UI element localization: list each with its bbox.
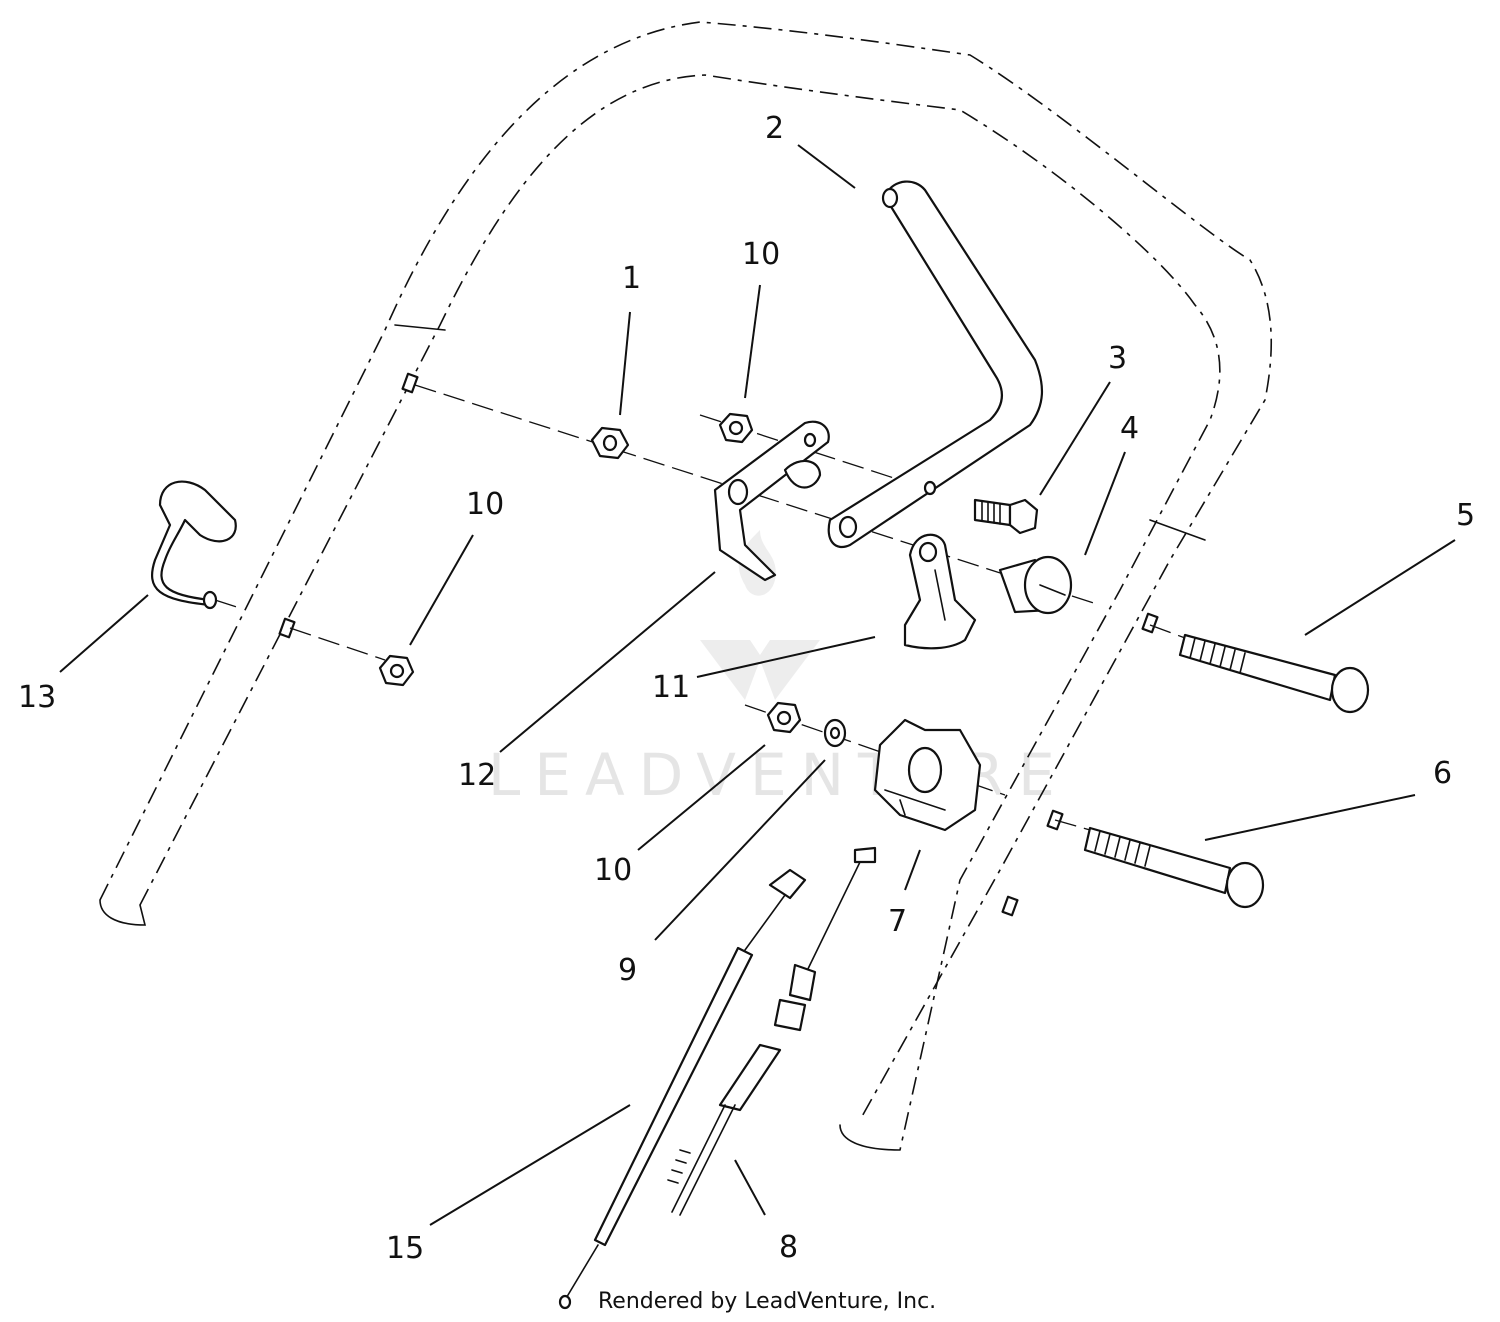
callout-11: 11 (652, 670, 690, 705)
callout-2: 2 (765, 111, 784, 146)
callout-10-lower: 10 (594, 853, 632, 888)
callout-4: 4 (1120, 411, 1139, 446)
part-carriage-bolt-6 (1083, 826, 1265, 909)
callout-3: 3 (1108, 341, 1127, 376)
callout-10-top: 10 (742, 237, 780, 272)
callout-15: 15 (386, 1231, 424, 1266)
part-carriage-bolt-5 (1178, 633, 1370, 714)
callout-7: 7 (888, 904, 907, 939)
footer-credit: Rendered by LeadVenture, Inc. (598, 1289, 936, 1314)
part-bracket (713, 420, 830, 582)
callout-13: 13 (18, 680, 56, 715)
handle-tube (99, 21, 1273, 1151)
part-bolt-short (973, 498, 1039, 535)
part-cam-lever (903, 533, 977, 650)
callout-9: 9 (618, 953, 637, 988)
watermark: LEADVENTURE (488, 530, 1069, 809)
callout-1: 1 (622, 261, 641, 296)
callout-6: 6 (1433, 756, 1452, 791)
part-bail-lever (827, 180, 1044, 548)
watermark-text: LEADVENTURE (488, 741, 1069, 809)
callout-12: 12 (458, 758, 496, 793)
part-nut-10-top (718, 412, 754, 444)
part-nut-1 (590, 426, 630, 460)
part-block (873, 718, 982, 832)
part-knob (998, 555, 1073, 615)
callout-8: 8 (779, 1230, 798, 1265)
part-cable-8 (667, 846, 877, 1216)
part-washer (823, 718, 847, 748)
part-nut-10-left (378, 654, 415, 687)
callout-10-left: 10 (466, 487, 504, 522)
part-nut-10-lower (766, 701, 802, 734)
callout-5: 5 (1456, 498, 1475, 533)
leader-lines (59, 144, 1456, 1226)
part-cable-hook (150, 480, 237, 610)
part-cable-15 (558, 868, 807, 1310)
callout-labels: 1 2 3 4 5 6 7 8 9 10 10 10 11 12 13 15 (18, 111, 1475, 1266)
